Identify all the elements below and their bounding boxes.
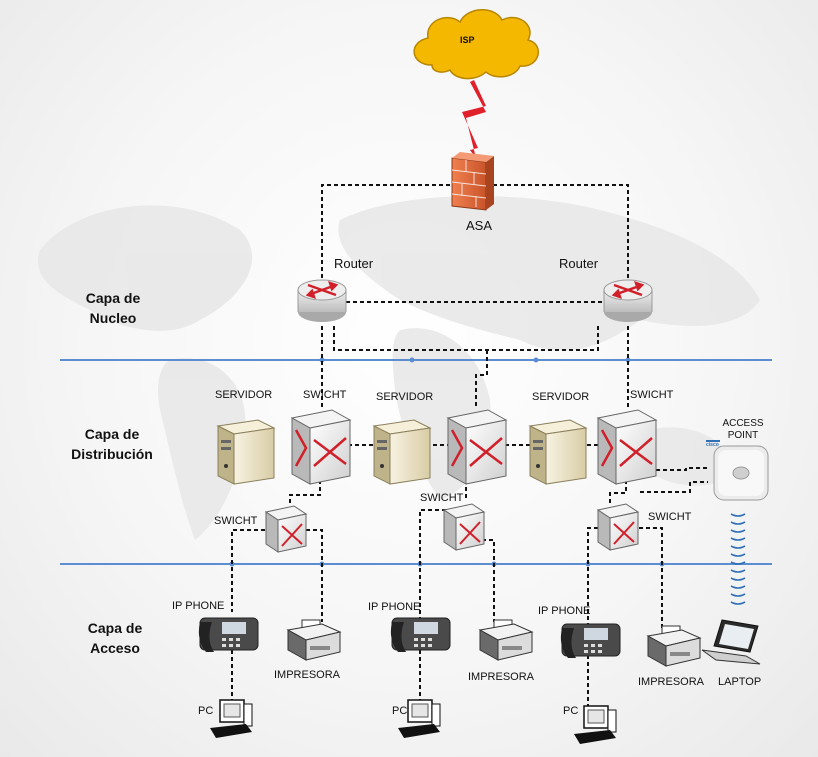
distribution-switch-icon (596, 409, 658, 485)
layer-core-line2: Nucleo (89, 310, 137, 326)
access-point-label: ACCESS POINT (716, 418, 770, 442)
laptop-icon (701, 619, 761, 665)
access-point-icon (706, 440, 769, 501)
server-label: SERVIDOR (215, 389, 273, 401)
layer-access-line1: Capa de (87, 620, 143, 636)
server-icon (216, 419, 276, 485)
printer-label: IMPRESORA (468, 671, 535, 683)
access-point-line1: ACCESS (722, 418, 764, 429)
router-icon (297, 279, 347, 322)
distribution-switch-icon (446, 409, 508, 485)
firewall-icon (451, 152, 494, 211)
pc-icon (210, 699, 253, 738)
access-switch-icon (264, 505, 308, 553)
ip-phone-label: IP PHONE (172, 600, 225, 612)
wireless-signal-icon (730, 513, 746, 605)
isp-cloud (413, 9, 539, 80)
layer-core-line1: Capa de (85, 290, 141, 306)
access-switch-label: SWICHT (420, 492, 464, 504)
laptop-label: LAPTOP (718, 676, 762, 688)
printer-icon (478, 619, 534, 661)
pc-icon (574, 705, 617, 744)
ip-phone-icon (390, 617, 451, 652)
access-switch-icon (596, 503, 640, 551)
pc-label: PC (392, 705, 408, 717)
layer-distribution-title: Capa de Distribución (64, 424, 160, 464)
isp-label: ISP (460, 35, 475, 45)
router-icon (603, 279, 653, 322)
server-label: SERVIDOR (532, 391, 590, 403)
ip-phone-icon (560, 623, 621, 658)
printer-label: IMPRESORA (274, 669, 341, 681)
ip-phone-label: IP PHONE (368, 601, 421, 613)
server-icon (372, 419, 432, 485)
printer-icon (286, 619, 342, 661)
access-switch-icon (442, 503, 486, 551)
switch-label: SWICHT (630, 389, 674, 401)
router-label-right: Router (559, 256, 599, 271)
layer-distribution-line2: Distribución (71, 446, 153, 462)
access-point-line2: POINT (727, 430, 759, 441)
layer-distribution-line1: Capa de (84, 426, 140, 442)
layer-core-title: Capa de Nucleo (78, 288, 148, 328)
access-switch-label: SWICHT (214, 515, 258, 527)
server-icon (528, 419, 588, 485)
ip-phone-label: IP PHONE (538, 605, 591, 617)
layer-access-line2: Acceso (90, 640, 140, 656)
server-label: SERVIDOR (376, 391, 434, 403)
world-map-background (38, 196, 760, 540)
network-links (231, 184, 708, 712)
cisco-brand-label: cisco (706, 442, 719, 448)
printer-icon (646, 625, 702, 667)
pc-label: PC (563, 705, 579, 717)
distribution-switch-icon (290, 409, 352, 485)
pc-icon (398, 699, 441, 738)
access-switch-label: SWICHT (648, 511, 692, 523)
switch-label: SWICHT (303, 389, 347, 401)
layer-access-title: Capa de Acceso (80, 618, 150, 658)
printer-label: IMPRESORA (638, 676, 705, 688)
wan-link-lightning (462, 80, 486, 158)
asa-label: ASA (466, 218, 493, 233)
pc-label: PC (198, 705, 214, 717)
router-label-left: Router (334, 256, 374, 271)
ip-phone-icon (198, 617, 259, 652)
